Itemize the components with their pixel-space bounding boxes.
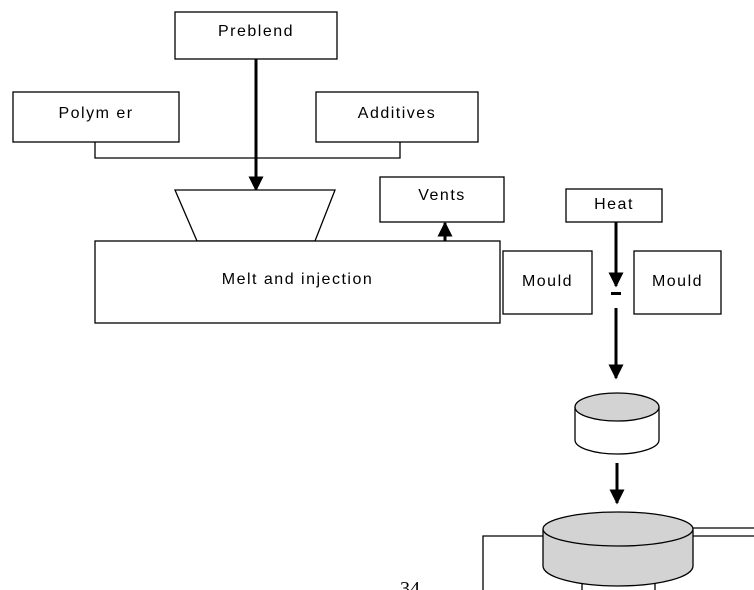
mould-right-label: Mould [651, 273, 704, 290]
hopper [174, 189, 336, 242]
heat-arrow-gap [611, 292, 621, 295]
additives-label: Additives [357, 105, 437, 122]
feed-connector [94, 142, 401, 159]
polymer-box [12, 91, 180, 143]
polymer-label: Polym er [58, 105, 134, 122]
heat-label: Heat [594, 196, 634, 213]
vents-label: Vents [418, 187, 466, 204]
mould-left-box [502, 250, 593, 315]
vents-box [379, 176, 505, 223]
page-number: 34 [400, 579, 420, 590]
mould-right-box [633, 250, 722, 315]
preblend-label: Preblend [217, 23, 295, 40]
melt-injection-box [94, 240, 501, 324]
melt-injection-label: Melt and injection [221, 271, 374, 288]
mould-left-label: Mould [521, 273, 574, 290]
large-cylinder [542, 511, 694, 590]
moulded-part [574, 392, 660, 455]
additives-box [315, 91, 479, 143]
preblend-box [174, 11, 338, 60]
heat-box [565, 188, 663, 223]
